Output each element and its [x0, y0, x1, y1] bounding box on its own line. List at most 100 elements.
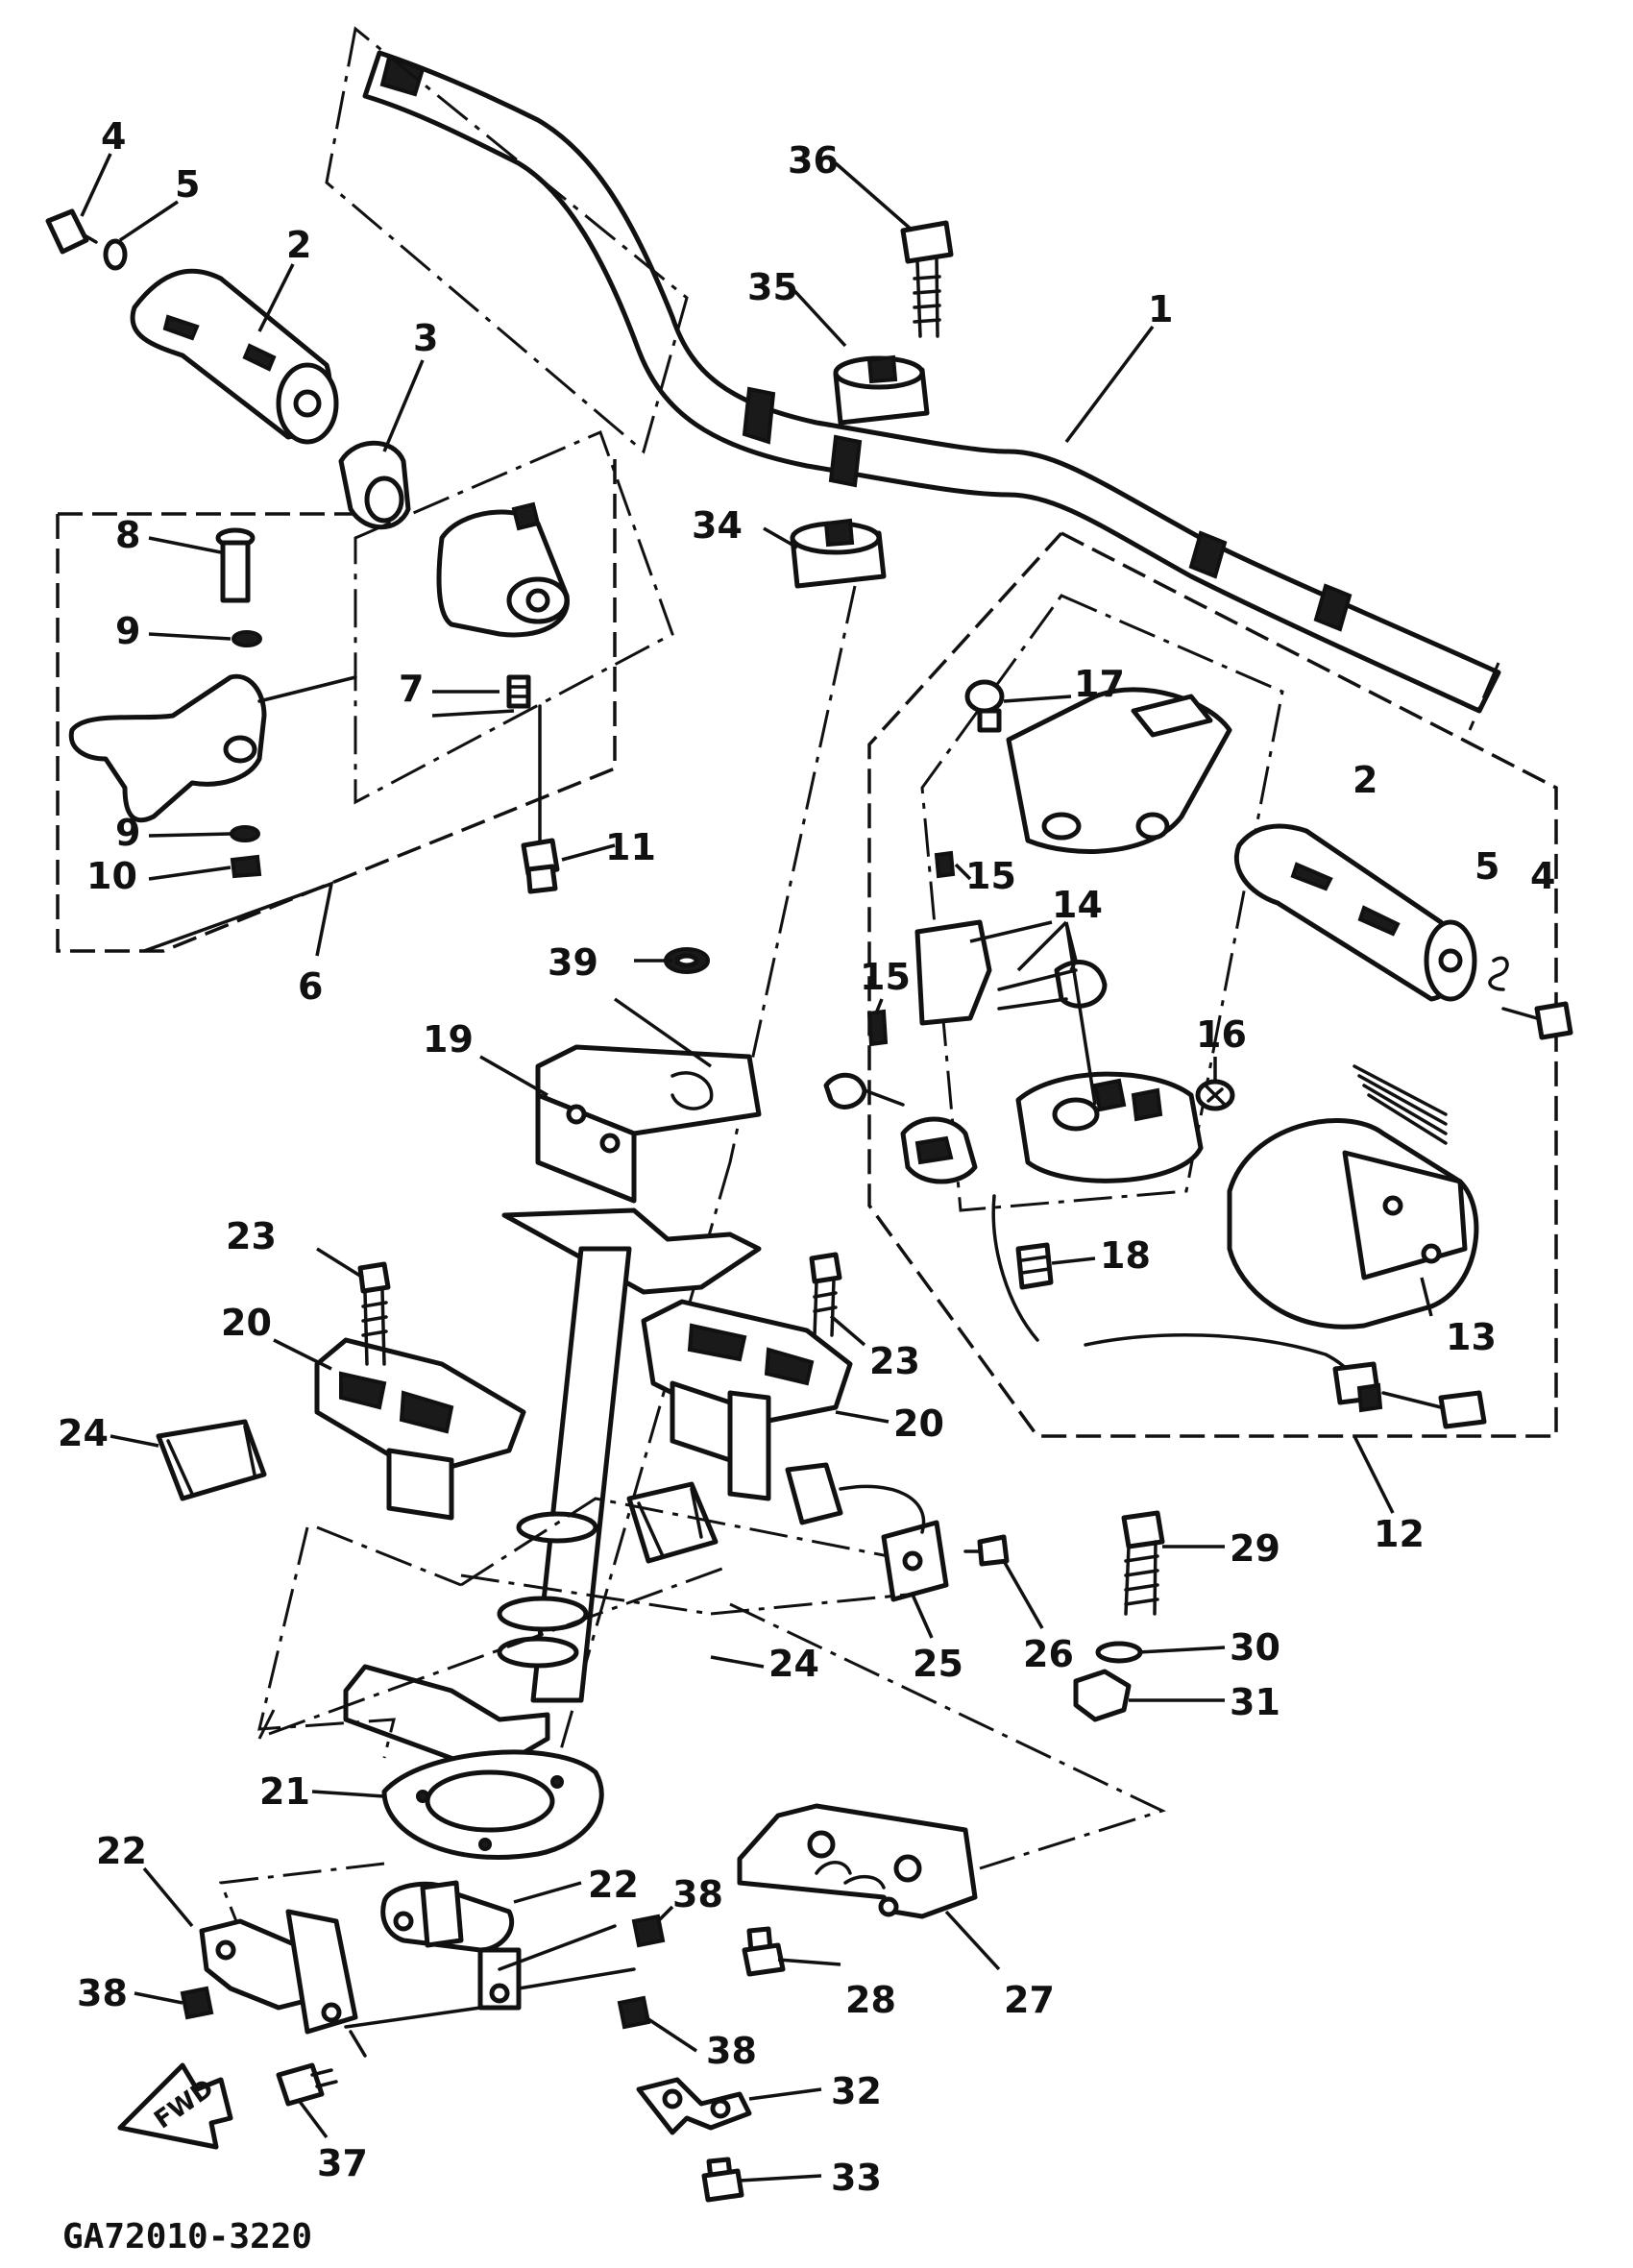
bolt-4-right	[1501, 1001, 1573, 1040]
base-outline	[218, 1862, 385, 1932]
right-grip	[1233, 823, 1477, 1002]
switch-upper-housing	[1006, 687, 1232, 854]
leader-lines	[80, 153, 1433, 2183]
callout-39: 39	[548, 941, 598, 984]
callout-7: 7	[399, 668, 424, 710]
screw-15-top	[934, 850, 956, 879]
bolt-33	[701, 2157, 744, 2203]
column-plate	[535, 1044, 762, 1204]
cable-holder-right	[641, 1299, 853, 1501]
clamp-bolt	[900, 220, 954, 338]
callout-25: 25	[913, 1643, 963, 1685]
nut-38-left	[180, 1986, 214, 2020]
callout-30: 30	[1230, 1626, 1280, 1669]
callout-12: 12	[1374, 1513, 1425, 1555]
callout-26: 26	[1023, 1633, 1074, 1675]
clip-24-left	[156, 1419, 267, 1501]
hinge-bracket-left	[199, 1909, 358, 2035]
callout-18: 18	[1100, 1234, 1151, 1277]
column-bracket	[501, 1207, 762, 1295]
callout-38-mid: 38	[672, 1873, 723, 1915]
callout-11: 11	[605, 826, 656, 868]
ground-bracket	[785, 1462, 949, 1602]
washer-9-top	[232, 630, 262, 647]
callout-23-right: 23	[869, 1340, 920, 1382]
nut-38-low	[617, 1995, 651, 2030]
callout-4-right: 4	[1530, 855, 1555, 897]
column-lower-arm	[343, 1664, 550, 1775]
callout-4-left: 4	[101, 115, 126, 158]
switch-lower-housing	[1015, 1071, 1204, 1183]
washer-30	[1095, 1641, 1143, 1664]
left-grip	[130, 268, 339, 445]
throttle-cover	[1227, 1118, 1479, 1329]
callout-32: 32	[831, 2070, 882, 2112]
lever-housing-outline	[353, 429, 674, 805]
callout-6: 6	[298, 965, 323, 1008]
callout-15-top: 15	[965, 855, 1016, 897]
nut-10	[230, 854, 262, 879]
bracket-32	[636, 2077, 752, 2135]
switch-internals	[823, 919, 1108, 1110]
switch-box-outline	[920, 594, 1284, 1212]
callout-35: 35	[747, 266, 798, 308]
callout-24-left: 24	[58, 1412, 109, 1454]
callout-23-left: 23	[226, 1215, 277, 1257]
callout-14: 14	[1052, 884, 1103, 926]
pin	[215, 527, 256, 603]
callout-17: 17	[1074, 663, 1125, 705]
nut-38-mid	[631, 1914, 666, 1948]
callout-29: 29	[1230, 1527, 1280, 1570]
lower-outline	[257, 1526, 1167, 1870]
callout-27: 27	[1004, 1979, 1055, 2021]
nut-31	[1073, 1669, 1132, 1722]
callout-21: 21	[259, 1770, 310, 1813]
steering-shaft	[497, 1246, 632, 1703]
bracket-outline	[268, 1497, 909, 1736]
upper-clamp	[833, 354, 930, 426]
callout-16: 16	[1196, 1013, 1247, 1056]
handlebar-outline-right	[1468, 662, 1500, 731]
callout-20-left: 20	[221, 1302, 272, 1344]
washer-39	[664, 947, 710, 974]
bolt-29	[1121, 1510, 1165, 1616]
clip-24-right	[626, 1481, 719, 1564]
callout-22-left: 22	[96, 1830, 147, 1872]
handlebar-outline	[325, 26, 689, 454]
callout-36: 36	[788, 139, 839, 182]
diagram-code: GA72010-3220	[62, 2217, 312, 2256]
screw-26	[963, 1534, 1010, 1567]
throttle-lever	[68, 673, 357, 823]
callout-24-right: 24	[768, 1643, 819, 1685]
gasket	[381, 1749, 604, 1860]
callout-38-low: 38	[706, 2030, 757, 2072]
lever-housing	[436, 501, 570, 638]
steering-axis	[546, 585, 857, 1797]
screw-11	[521, 838, 560, 894]
hinge-bracket-right	[380, 1880, 522, 2011]
screw-23-left	[357, 1261, 391, 1366]
callout-13: 13	[1446, 1316, 1497, 1358]
lower-clamp	[790, 518, 887, 589]
callout-10: 10	[86, 855, 137, 897]
washer-left	[103, 238, 128, 271]
bolt-37	[276, 2062, 338, 2107]
callout-9-top: 9	[115, 610, 140, 652]
adjuster-7	[506, 674, 531, 709]
wiring-harness	[991, 1194, 1487, 1429]
callout-34: 34	[692, 504, 743, 547]
kill-switch	[900, 1116, 978, 1184]
callout-20-right: 20	[893, 1402, 944, 1445]
callout-28: 28	[845, 1979, 896, 2021]
forward-arrow: FWD	[117, 2062, 233, 2150]
callout-38-left: 38	[77, 1972, 128, 2014]
hinge-pin-line	[344, 1924, 636, 2058]
grip-bolt-left	[45, 208, 98, 255]
callout-5-left: 5	[175, 163, 200, 206]
callout-22-right: 22	[588, 1864, 639, 1906]
collar	[338, 440, 411, 530]
callout-37: 37	[317, 2142, 368, 2184]
spring-16	[1195, 1079, 1235, 1111]
callout-9-bottom: 9	[115, 812, 140, 854]
